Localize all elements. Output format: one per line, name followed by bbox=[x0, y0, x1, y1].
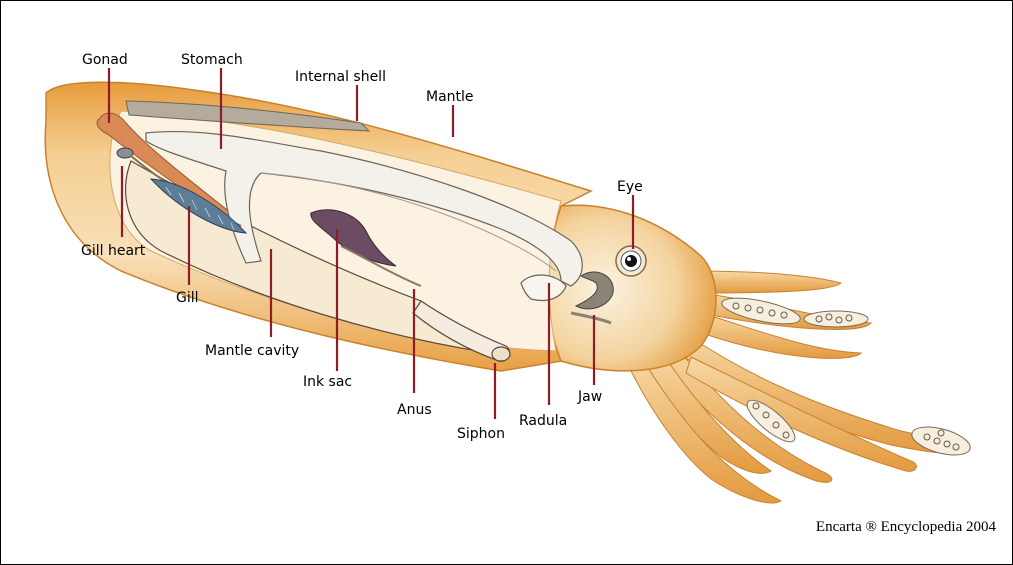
label-stomach: Stomach bbox=[181, 52, 243, 68]
label-ink-sac: Ink sac bbox=[303, 374, 352, 390]
label-gonad: Gonad bbox=[82, 52, 128, 68]
label-mantle: Mantle bbox=[426, 89, 474, 105]
label-internal-shell: Internal shell bbox=[295, 69, 386, 85]
label-jaw: Jaw bbox=[577, 389, 602, 405]
credit-text: Encarta ® Encyclopedia 2004 bbox=[816, 519, 996, 536]
label-gill: Gill bbox=[176, 290, 199, 306]
label-mantle-cavity: Mantle cavity bbox=[205, 343, 299, 359]
label-radula: Radula bbox=[519, 413, 567, 429]
label-siphon: Siphon bbox=[457, 426, 505, 442]
eye bbox=[616, 246, 646, 276]
label-anus: Anus bbox=[397, 402, 432, 418]
label-eye: Eye bbox=[617, 179, 643, 195]
head bbox=[544, 205, 716, 371]
label-gill-heart: Gill heart bbox=[81, 243, 146, 259]
